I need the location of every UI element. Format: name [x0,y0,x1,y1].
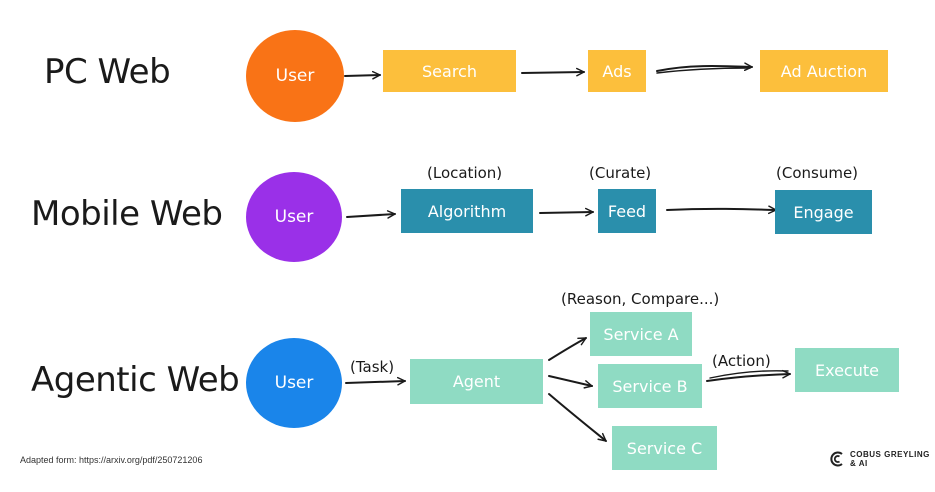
curate-note: (Curate) [589,164,652,182]
task-note: (Task) [350,358,395,376]
location-note: (Location) [427,164,503,182]
search-node: Search [383,50,516,92]
service-a-node: Service A [590,312,692,356]
arrow-agent-to-service-a [548,337,587,361]
arrow-agent-to-service-b [548,375,593,389]
arrow-user-to-search [344,70,381,80]
ads-node: Ads [588,50,646,92]
reason-compare-note: (Reason, Compare...) [561,290,720,308]
logo-text: COBUS GREYLING & AI [850,450,930,468]
arrow-agent-to-service-c [548,393,607,442]
feed-node: Feed [598,189,656,233]
arrow-ads-to-auction [656,62,753,72]
arrow-algorithm-to-feed [539,207,594,217]
service-c-node: Service C [612,426,717,470]
engage-node: Engage [775,190,872,234]
arrow-user-to-algorithm [346,210,396,219]
action-note: (Action) [712,352,771,370]
source-citation: Adapted form: https://arxiv.org/pdf/2507… [20,455,203,465]
logo-mark-icon [830,451,843,467]
arrow-service-b-to-execute [706,369,791,382]
agentic-user-node: User [246,338,342,428]
ad-auction-node: Ad Auction [760,50,888,92]
pc-web-title: PC Web [44,52,171,92]
arrow-search-to-ads [521,67,585,77]
arrow-feed-to-engage [666,205,777,215]
agentic-web-title: Agentic Web [31,360,240,400]
algorithm-node: Algorithm [401,189,533,233]
pc-user-node: User [246,30,344,122]
arrow-user-to-agent [345,376,406,386]
execute-node: Execute [795,348,899,392]
logo-line-2: & AI [850,459,868,468]
logo-line-1: COBUS GREYLING [850,450,930,459]
consume-note: (Consume) [776,164,859,182]
service-b-node: Service B [598,364,702,408]
mobile-user-node: User [246,172,342,262]
mobile-web-title: Mobile Web [31,194,223,234]
agent-node: Agent [410,359,543,404]
cobus-greyling-logo: COBUS GREYLING & AI [829,450,930,468]
